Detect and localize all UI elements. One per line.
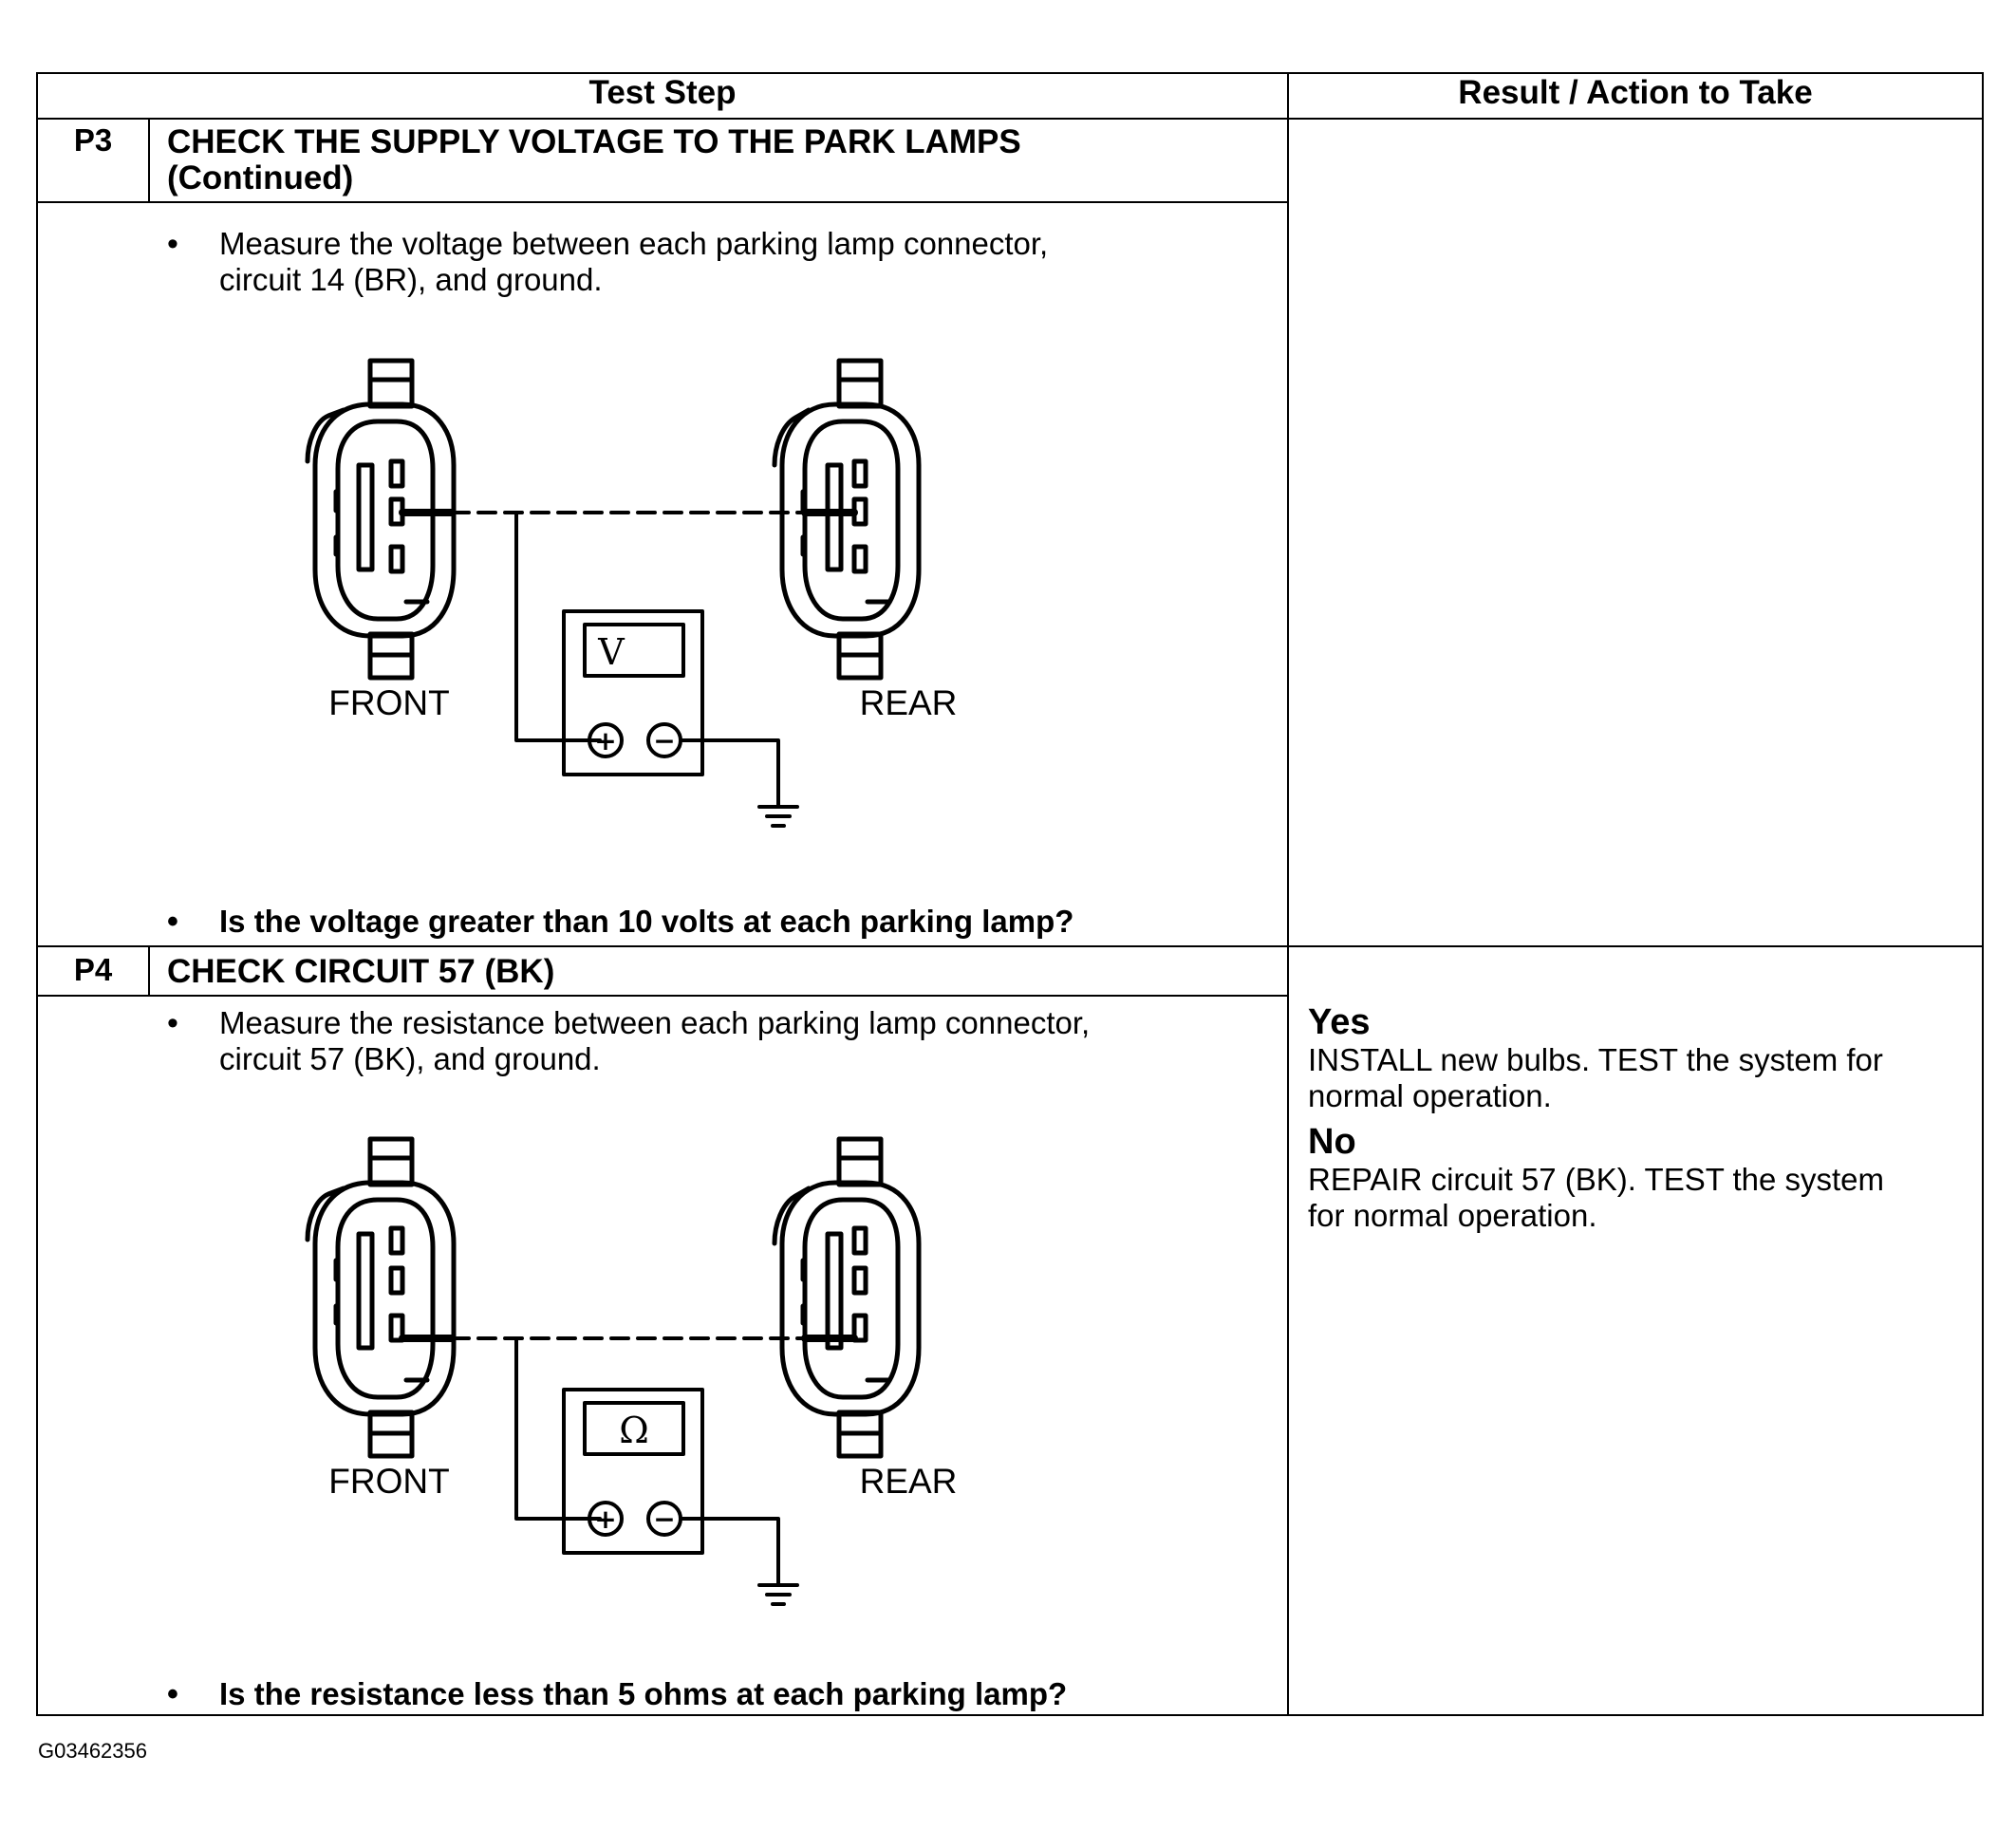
rear-connector-icon: [772, 1136, 922, 1459]
rear-connector-icon: [772, 358, 922, 681]
header-test-step: Test Step: [588, 74, 737, 111]
minus-terminal-symbol: −: [653, 725, 675, 756]
step-id-p3: P3: [73, 122, 113, 158]
front-connector-icon: [305, 1136, 457, 1459]
step-title-p4: CHECK CIRCUIT 57 (BK): [167, 953, 555, 990]
voltmeter-icon: [562, 609, 704, 776]
header-divider: [36, 118, 1984, 120]
step-title-p3-line1: CHECK THE SUPPLY VOLTAGE TO THE PARK LAM…: [167, 123, 1021, 160]
bullet-icon: •: [167, 904, 178, 940]
result-yes-line2: normal operation.: [1308, 1078, 1552, 1113]
p4-id-divider: [148, 945, 150, 997]
result-yes-line1: INSTALL new bulbs. TEST the system for: [1308, 1042, 1883, 1077]
voltmeter-symbol: V: [597, 631, 625, 673]
p4-instruction-line1: Measure the resistance between each park…: [219, 1005, 1091, 1040]
step-title-p3-line2: (Continued): [167, 159, 354, 196]
header-result-action: Result / Action to Take: [1458, 74, 1813, 111]
plus-terminal-symbol: +: [594, 725, 616, 756]
bullet-icon: •: [167, 226, 178, 262]
ground-icon: [757, 1583, 799, 1606]
rear-label: REAR: [860, 1462, 958, 1501]
figure-id: G03462356: [38, 1739, 147, 1763]
result-yes-label: Yes: [1308, 1002, 1371, 1042]
ground-icon: [757, 805, 799, 828]
p4-title-divider: [36, 995, 1289, 997]
p3-question-text: Is the voltage greater than 10 volts at …: [219, 904, 1074, 939]
plus-terminal-symbol: +: [594, 1503, 616, 1535]
result-no-line1: REPAIR circuit 57 (BK). TEST the system: [1308, 1162, 1885, 1197]
p3-instruction: • Measure the voltage between each parki…: [167, 226, 1273, 298]
column-divider: [1287, 72, 1289, 1716]
p3-instruction-line2: circuit 14 (BR), and ground.: [219, 262, 603, 297]
resistance-test-diagram: Ω + − FRONT REAR: [305, 1136, 958, 1606]
p3-question: • Is the voltage greater than 10 volts a…: [167, 904, 1273, 940]
minus-terminal-symbol: −: [653, 1503, 675, 1535]
p4-instruction-line2: circuit 57 (BK), and ground.: [219, 1041, 601, 1076]
step-id-p4: P4: [73, 952, 113, 987]
step-divider: [36, 945, 1984, 947]
p3-instruction-line1: Measure the voltage between each parking…: [219, 226, 1049, 261]
p4-question-text: Is the resistance less than 5 ohms at ea…: [219, 1676, 1068, 1711]
p3-title-divider: [36, 201, 1289, 203]
front-connector-icon: [305, 358, 457, 681]
result-yes-action: INSTALL new bulbs. TEST the system for n…: [1308, 1042, 1972, 1114]
p4-question: • Is the resistance less than 5 ohms at …: [167, 1676, 1273, 1712]
result-no-label: No: [1308, 1122, 1356, 1162]
voltage-test-diagram: V + − FRONT REAR: [305, 358, 958, 828]
p4-instruction: • Measure the resistance between each pa…: [167, 1005, 1273, 1077]
rear-label: REAR: [860, 683, 958, 722]
result-no-action: REPAIR circuit 57 (BK). TEST the system …: [1308, 1162, 1972, 1234]
front-label: FRONT: [328, 683, 449, 722]
p3-id-divider: [148, 118, 150, 203]
front-label: FRONT: [328, 1462, 449, 1501]
result-no-line2: for normal operation.: [1308, 1198, 1597, 1233]
bullet-icon: •: [167, 1005, 178, 1041]
bullet-icon: •: [167, 1676, 178, 1712]
step-title-p3: CHECK THE SUPPLY VOLTAGE TO THE PARK LAM…: [167, 124, 1278, 196]
test-step-table: [36, 72, 1984, 1716]
ohmmeter-symbol: Ω: [619, 1410, 649, 1451]
